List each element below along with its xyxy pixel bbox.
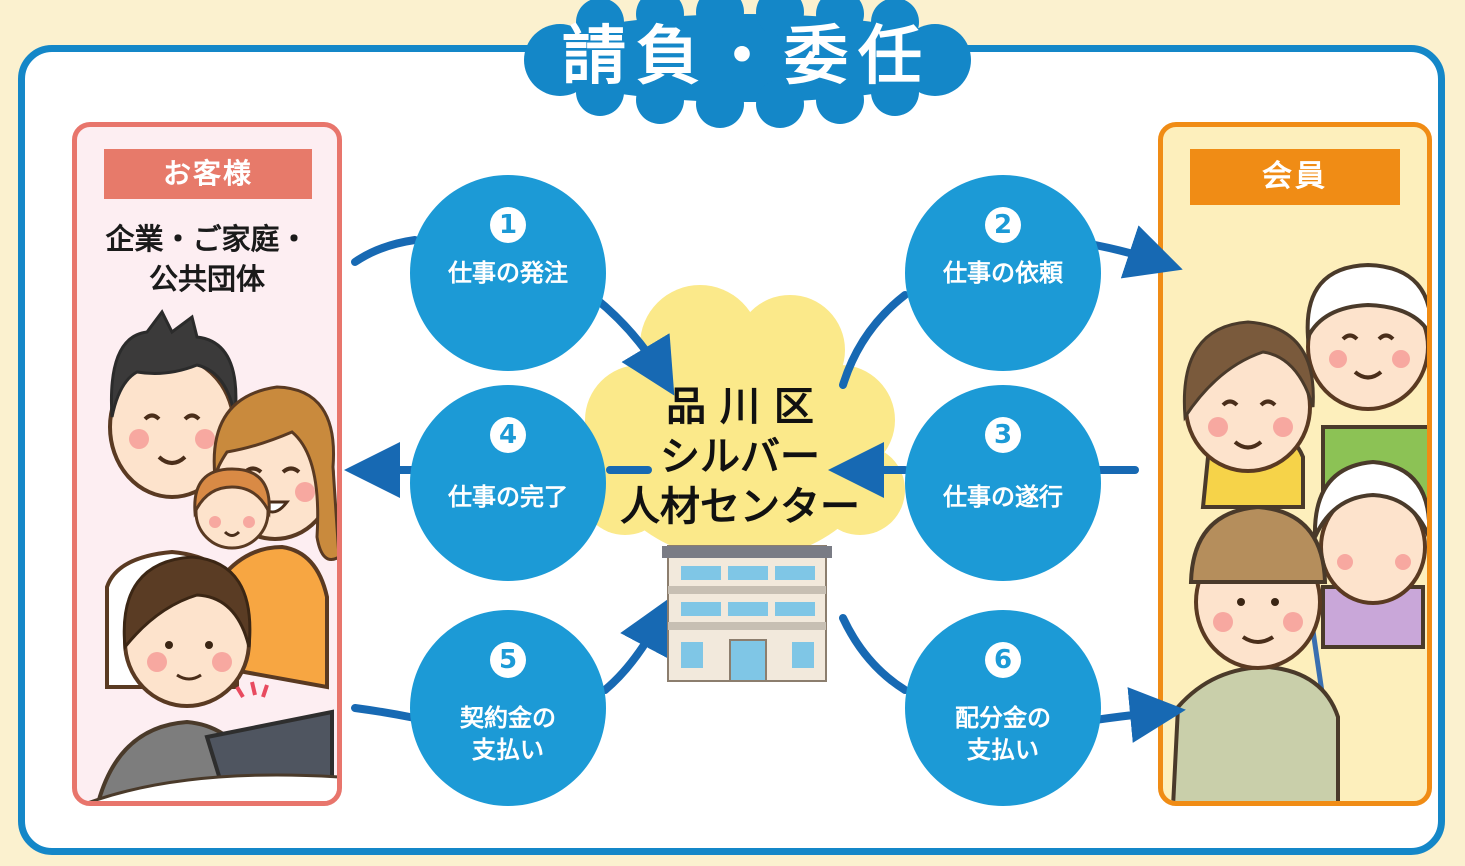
step-5-circle: 5 契約金の 支払い: [410, 610, 606, 806]
elderly-man-figure: [1305, 262, 1427, 519]
center-line1: 品 川 区: [666, 384, 814, 430]
customer-panel: お客様 企業・ご家庭・ 公共団体: [72, 122, 342, 806]
step-2-label: 仕事の依頼: [943, 259, 1063, 287]
arrow-5-in: [351, 704, 419, 722]
customer-types: 企業・ご家庭・ 公共団体: [77, 219, 337, 299]
step-3-number: 3: [985, 417, 1021, 453]
arrow-6-in: [839, 614, 909, 694]
step-4-number: 4: [490, 417, 526, 453]
step-2-number: 2: [985, 207, 1021, 243]
member-heading: 会員: [1190, 149, 1400, 205]
arrow-2-out: [1091, 225, 1183, 279]
arrow-2-in: [839, 291, 909, 389]
step-1-label: 仕事の発注: [448, 259, 568, 287]
center-organization: 品 川 区 シルバー 人材センター: [600, 382, 880, 532]
customer-types-line2: 公共団体: [148, 262, 265, 296]
customer-types-line1: 企業・ご家庭・: [105, 222, 309, 256]
child-figure: [193, 467, 271, 550]
capped-man-figure: [1171, 504, 1340, 801]
step-2-circle: 2 仕事の依頼: [905, 175, 1101, 371]
elderly-woman-figure: [1182, 320, 1315, 509]
member-illustration: [1171, 262, 1427, 801]
center-line3: 人材センター: [620, 484, 860, 530]
arrow-1-out: [591, 294, 675, 396]
customer-heading: お客様: [104, 149, 312, 199]
arrow-1-in: [351, 236, 419, 266]
step-5-label-line2: 支払い: [472, 736, 544, 764]
step-6-number: 6: [985, 642, 1021, 678]
step-3-label: 仕事の遂行: [943, 483, 1063, 511]
step-5-number: 5: [490, 642, 526, 678]
diagram-title: 請負・委任: [562, 20, 932, 94]
step-6-label-line1: 配分金の: [955, 704, 1051, 732]
laptop-user-figure: [88, 555, 337, 801]
arrow-6-out: [1091, 687, 1186, 743]
step-1-circle: 1 仕事の発注: [410, 175, 606, 371]
center-line2: シルバー: [660, 434, 820, 480]
member-panel: 会員: [1158, 122, 1432, 806]
step-4-label: 仕事の完了: [448, 483, 568, 511]
customer-illustration: [88, 309, 337, 801]
step-6-circle: 6 配分金の 支払い: [905, 610, 1101, 806]
step-1-number: 1: [490, 207, 526, 243]
step-6-label-line2: 支払い: [967, 736, 1039, 764]
step-4-circle: 4 仕事の完了: [410, 385, 606, 581]
building-icon: [662, 545, 832, 682]
step-5-label-line1: 契約金の: [460, 704, 556, 732]
step-3-circle: 3 仕事の遂行: [905, 385, 1101, 581]
arrow-5-out: [601, 596, 672, 694]
